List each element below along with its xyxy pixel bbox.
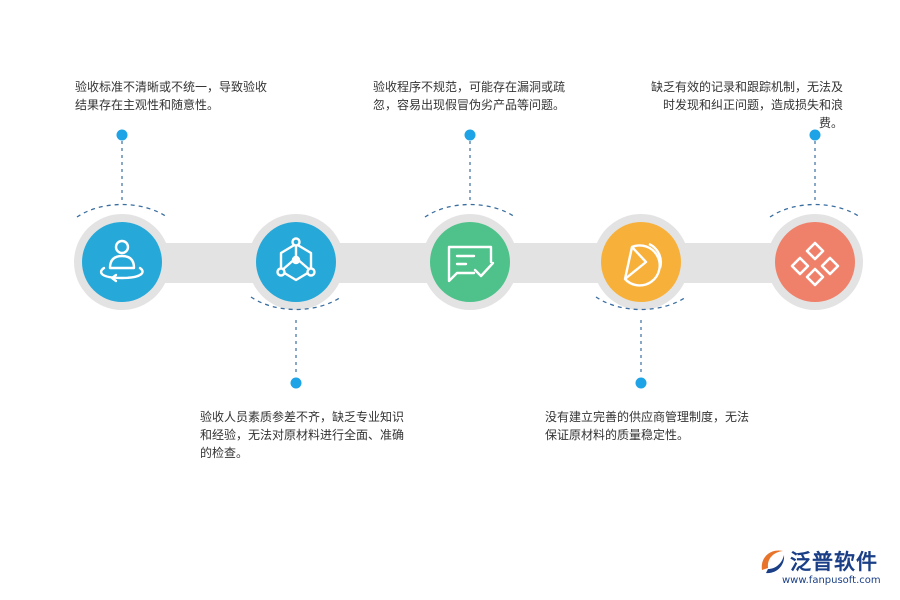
- leader-dot-3: [464, 129, 476, 141]
- logo-swirl-icon: [761, 550, 785, 574]
- leader-dot-2: [290, 377, 302, 389]
- brand-logo: 泛普软件 www.fanpusoft.com: [756, 544, 886, 592]
- note-2: 验收人员素质参差不齐，缺乏专业知识和经验，无法对原材料进行全面、准确的检查。: [200, 410, 405, 460]
- note-5: 缺乏有效的记录和跟踪机制，无法及时发现和纠正问题，造成损失和浪费。: [650, 80, 843, 130]
- node-circle-1: [82, 222, 162, 302]
- leader-dot-1: [116, 129, 128, 141]
- pie-chart-icon: [623, 242, 662, 287]
- arc-top-1: [76, 203, 168, 218]
- node-circle-3: [430, 222, 510, 302]
- leader-dot-5: [809, 129, 821, 141]
- chat-check-icon: [447, 245, 495, 283]
- node-circle-5: [775, 222, 855, 302]
- node-circle-4: [601, 222, 681, 302]
- arc-bottom-2: [250, 296, 342, 311]
- network-icon: [276, 237, 316, 282]
- leader-dot-4: [635, 377, 647, 389]
- note-3: 验收程序不规范，可能存在漏洞或疏忽，容易出现假冒伪劣产品等问题。: [373, 80, 566, 112]
- note-1: 验收标准不清晰或不统一，导致验收结果存在主观性和随意性。: [75, 80, 268, 112]
- logo-url-text: www.fanpusoft.com: [782, 575, 881, 586]
- diamonds-icon: [790, 241, 840, 287]
- person-platform-icon: [99, 239, 144, 283]
- arc-top-3: [424, 203, 516, 218]
- note-4: 没有建立完善的供应商管理制度，无法保证原材料的质量稳定性。: [545, 410, 750, 442]
- arc-bottom-4: [595, 296, 687, 311]
- logo-brand-text: 泛普软件: [790, 550, 878, 574]
- arc-top-5: [769, 203, 861, 218]
